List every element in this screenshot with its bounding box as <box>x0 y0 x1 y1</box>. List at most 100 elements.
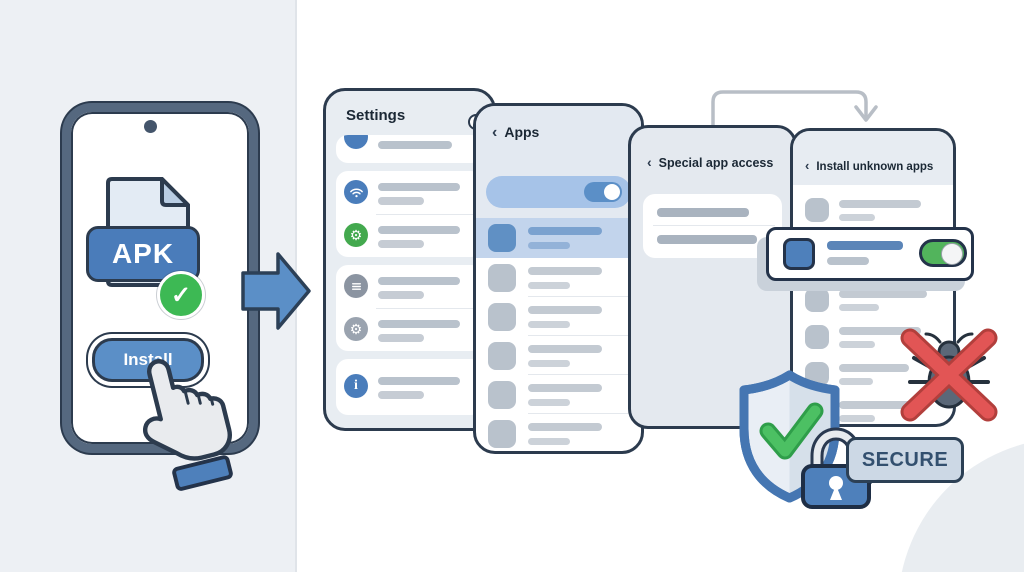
placeholder-bar <box>528 242 570 249</box>
placeholder-bar <box>528 384 602 392</box>
wifi-icon <box>344 180 368 204</box>
placeholder-bar <box>528 423 602 431</box>
info-icon: i <box>344 374 368 398</box>
placeholder-bar <box>378 320 460 328</box>
apps-row-highlighted[interactable] <box>476 218 641 258</box>
special-access-card <box>643 194 782 258</box>
right-arrow-icon <box>241 252 311 330</box>
install-unknown-apps-title: Install unknown apps <box>816 161 934 173</box>
blocked-malware-bug-icon <box>900 328 998 422</box>
app-icon <box>488 420 516 448</box>
list-icon <box>344 274 368 298</box>
install-unknown-callout-row[interactable] <box>766 227 974 281</box>
row-divider <box>376 214 476 215</box>
panel-apps: ‹ Apps <box>473 103 644 454</box>
placeholder-bar <box>378 197 424 205</box>
settings-title: Settings <box>346 107 406 124</box>
placeholder-bar <box>839 290 927 298</box>
green-gear-icon: ⚙ <box>344 223 368 247</box>
app-icon <box>805 288 829 312</box>
unknown-app-row[interactable] <box>793 320 953 356</box>
curved-flow-arrow-icon <box>711 90 878 140</box>
secure-badge-label: SECURE <box>861 448 949 471</box>
placeholder-bar <box>378 334 424 342</box>
phone-camera-dot <box>144 120 157 133</box>
unknown-header-zone <box>793 131 953 185</box>
app-icon <box>488 342 516 370</box>
toggle-knob <box>941 243 963 265</box>
apk-badge-label: APK <box>111 238 175 269</box>
placeholder-bar <box>528 227 602 235</box>
apps-row[interactable] <box>476 258 641 297</box>
settings-row-info[interactable]: i <box>336 365 483 408</box>
row-divider <box>528 413 628 414</box>
apps-row[interactable] <box>476 297 641 336</box>
app-icon <box>783 238 815 270</box>
settings-card-apps: ⚙ <box>336 265 483 351</box>
placeholder-bar <box>528 438 570 445</box>
placeholder-bar <box>839 341 875 348</box>
placeholder-bar <box>839 327 921 335</box>
apps-banner-toggle[interactable] <box>584 182 622 202</box>
placeholder-bar <box>378 391 424 399</box>
back-chevron-icon[interactable]: ‹ <box>492 124 498 141</box>
settings-card-about: i <box>336 359 483 415</box>
placeholder-bar <box>378 226 460 234</box>
placeholder-bar[interactable] <box>657 208 749 217</box>
placeholder-bar <box>839 364 909 372</box>
placeholder-bar <box>528 267 602 275</box>
row-divider <box>653 225 775 226</box>
row-divider <box>528 374 628 375</box>
row-divider <box>376 308 476 309</box>
settings-row-gray-gear[interactable]: ⚙ <box>336 308 483 351</box>
pointer-hand-icon <box>142 359 233 491</box>
placeholder-bar <box>528 321 570 328</box>
gear-icon: ⚙ <box>344 317 368 341</box>
apps-banner <box>486 176 631 208</box>
placeholder-bar <box>839 401 921 409</box>
special-app-access-title: Special app access <box>658 156 774 170</box>
apps-row[interactable] <box>476 336 641 375</box>
app-icon <box>488 224 516 252</box>
placeholder-bar <box>378 291 424 299</box>
row-divider <box>528 296 628 297</box>
apps-row[interactable] <box>476 375 641 414</box>
app-icon <box>488 303 516 331</box>
app-icon <box>488 264 516 292</box>
unknown-app-row[interactable] <box>793 283 953 319</box>
placeholder-bar <box>839 200 921 208</box>
placeholder-bar <box>378 240 424 248</box>
settings-row-list[interactable] <box>336 265 483 308</box>
placeholder-bar <box>839 304 879 311</box>
padlock-icon <box>801 427 871 509</box>
placeholder-bar <box>528 345 602 353</box>
placeholder-bar <box>528 282 570 289</box>
placeholder-bar <box>839 415 875 422</box>
placeholder-bar <box>528 399 570 406</box>
back-chevron-icon[interactable]: ‹ <box>647 154 652 170</box>
app-icon <box>488 381 516 409</box>
placeholder-bar <box>827 241 903 250</box>
unknown-app-row[interactable] <box>793 193 953 229</box>
app-icon <box>805 198 829 222</box>
row-divider <box>528 335 628 336</box>
placeholder-bar <box>528 306 602 314</box>
partial-icon <box>344 135 368 149</box>
settings-row-green-gear[interactable]: ⚙ <box>336 214 483 257</box>
placeholder-bar <box>827 257 869 265</box>
settings-card-partial[interactable] <box>336 135 483 163</box>
settings-row-wifi[interactable] <box>336 171 483 214</box>
allow-from-source-toggle[interactable] <box>919 239 967 267</box>
placeholder-bar <box>378 183 460 191</box>
toggle-knob <box>604 184 620 200</box>
back-chevron-icon[interactable]: ‹ <box>805 158 810 173</box>
app-icon <box>805 325 829 349</box>
checkmark-glyph: ✓ <box>170 281 192 309</box>
apps-row[interactable] <box>476 414 641 451</box>
placeholder-bar[interactable] <box>657 235 757 244</box>
checkmark-badge-icon: ✓ <box>157 271 205 319</box>
placeholder-bar <box>378 377 460 385</box>
placeholder-bar <box>528 360 570 367</box>
placeholder-bar <box>378 277 460 285</box>
